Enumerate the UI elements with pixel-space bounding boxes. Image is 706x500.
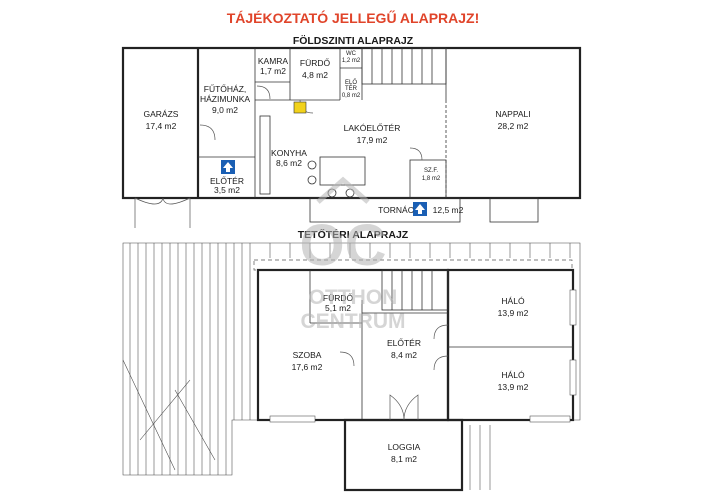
room-attic-eloter-name: ELŐTÉR bbox=[387, 338, 421, 348]
room-szf-area: 1,8 m2 bbox=[422, 176, 441, 182]
room-eloter-small-name2: TÉR bbox=[345, 85, 358, 92]
attic-stairs bbox=[381, 269, 449, 311]
room-szoba-name: SZOBA bbox=[293, 350, 322, 360]
room-eloter-small-name1: ELŐ bbox=[345, 79, 357, 86]
room-futohaz-area: 9,0 m2 bbox=[212, 105, 238, 115]
room-futohaz-name2: HÁZIMUNKA bbox=[200, 94, 250, 104]
roof-tiles bbox=[122, 243, 571, 490]
room-wc-name: WC bbox=[346, 51, 357, 57]
ground-stairs bbox=[371, 48, 433, 84]
room-eloter-small-area: 0,8 m2 bbox=[342, 93, 361, 99]
room-halo2-area: 13,9 m2 bbox=[498, 382, 529, 392]
room-konyha-area: 8,6 m2 bbox=[276, 158, 302, 168]
room-halo2-name: HÁLÓ bbox=[501, 370, 525, 380]
room-tornac-area: 12,5 m2 bbox=[433, 205, 464, 215]
room-kamra-name: KAMRA bbox=[258, 56, 289, 66]
room-szf-name: SZ.F. bbox=[424, 168, 438, 174]
ground-floor-heading: FÖLDSZINTI ALAPRAJZ bbox=[293, 34, 414, 47]
room-kamra-area: 1,7 m2 bbox=[260, 66, 286, 76]
room-tornac-name: TORNÁC bbox=[378, 205, 414, 215]
room-nappali-name: NAPPALI bbox=[495, 109, 530, 119]
room-szoba-area: 17,6 m2 bbox=[292, 362, 323, 372]
electric-panel-icon bbox=[293, 101, 307, 114]
room-loggia-name: LOGGIA bbox=[388, 442, 421, 452]
room-halo1-area: 13,9 m2 bbox=[498, 308, 529, 318]
watermark-logo: OC bbox=[300, 213, 387, 278]
room-eloter-name: ELŐTÉR bbox=[210, 176, 244, 186]
watermark: OC OTTHON CENTRUM bbox=[300, 176, 406, 333]
room-garazs-area: 17,4 m2 bbox=[146, 121, 177, 131]
room-garazs-name: GARÁZS bbox=[144, 109, 179, 119]
page-title: TÁJÉKOZTATÓ JELLEGŰ ALAPRAJZ! bbox=[227, 9, 480, 26]
room-eloter-area: 3,5 m2 bbox=[214, 185, 240, 195]
room-attic-furdo-area: 5,1 m2 bbox=[325, 303, 351, 313]
attic-floor-heading: TETŐTÉRI ALAPRAJZ bbox=[298, 228, 409, 241]
room-lakoeloter-name: LAKÓELŐTÉR bbox=[344, 123, 401, 133]
room-loggia-area: 8,1 m2 bbox=[391, 454, 417, 464]
ground-floor-plan: GARÁZS 17,4 m2 KAMRA 1,7 m2 FÜRDŐ 4,8 m2… bbox=[121, 46, 582, 228]
watermark-line2: CENTRUM bbox=[301, 310, 406, 333]
main-entrance-arrow-icon bbox=[413, 202, 427, 216]
room-attic-furdo-name: FÜRDŐ bbox=[323, 293, 354, 303]
room-nappali-area: 28,2 m2 bbox=[498, 121, 529, 131]
garage-entrance-arrow-icon bbox=[221, 160, 235, 174]
attic-floor-plan: FÜRDŐ 5,1 m2 HÁLÓ 13,9 m2 SZOBA 17,6 m2 … bbox=[122, 242, 581, 492]
room-lakoeloter-area: 17,9 m2 bbox=[357, 135, 388, 145]
room-konyha-name: KONYHA bbox=[271, 148, 307, 158]
room-wc-area: 1,2 m2 bbox=[342, 58, 361, 64]
room-furdo-name: FÜRDŐ bbox=[300, 58, 331, 68]
room-halo1-name: HÁLÓ bbox=[501, 296, 525, 306]
room-attic-eloter-area: 8,4 m2 bbox=[391, 350, 417, 360]
watermark-line1: OTTHON bbox=[309, 286, 398, 309]
room-futohaz-name1: FŰTŐHÁZ, bbox=[204, 84, 247, 94]
room-furdo-area: 4,8 m2 bbox=[302, 70, 328, 80]
